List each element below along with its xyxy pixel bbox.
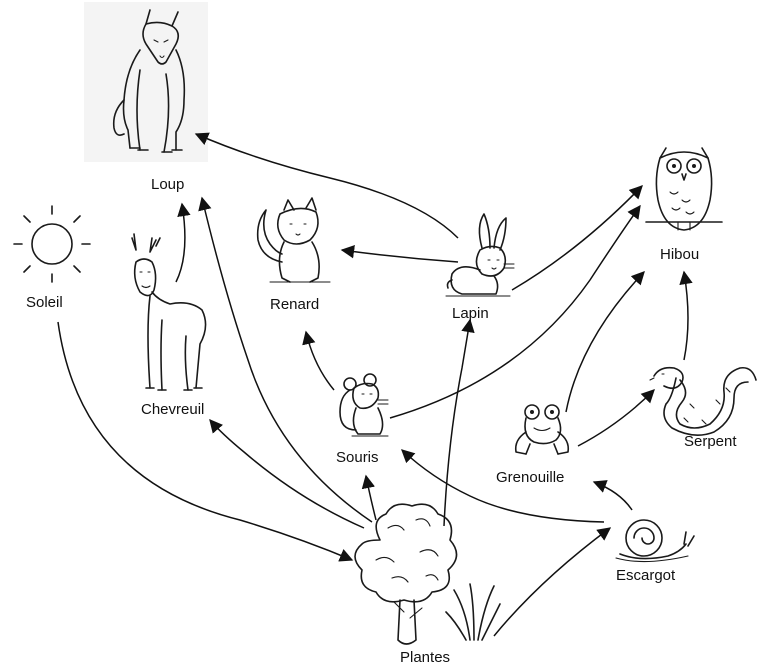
label-loup: Loup	[151, 176, 184, 193]
label-escargot: Escargot	[616, 567, 676, 584]
arrow-plantes-chevreuil	[209, 418, 365, 529]
label-hibou: Hibou	[660, 246, 699, 263]
wolf-icon	[84, 2, 208, 162]
sun-icon	[13, 205, 91, 283]
arrow-plantes-escargot	[493, 527, 612, 637]
label-renard: Renard	[270, 296, 319, 313]
arrow-serpent-hibou	[679, 270, 693, 361]
label-souris: Souris	[336, 449, 379, 466]
arrow-chevreuil-loup	[175, 202, 191, 283]
arrow-plantes-lapin	[443, 318, 475, 527]
arrow-souris-hibou	[389, 204, 641, 419]
deer-icon	[131, 233, 207, 391]
arrow-soleil-plantes	[57, 321, 354, 562]
arrow-plantes-loup	[198, 196, 373, 523]
label-serpent: Serpent	[684, 433, 737, 450]
label-grenouille: Grenouille	[496, 469, 564, 486]
arrow-lapin-renard	[340, 244, 459, 263]
labels: Loup Soleil Chevreuil Renard Lapin Hibou…	[26, 176, 737, 666]
label-chevreuil: Chevreuil	[141, 401, 204, 418]
arrow-grenouille-serpent	[577, 389, 655, 447]
owl-icon	[645, 147, 723, 231]
snake-icon	[649, 366, 757, 436]
arrow-grenouille-hibou	[565, 271, 645, 413]
grass-icon	[445, 583, 501, 641]
label-plantes: Plantes	[400, 649, 450, 666]
snail-icon	[615, 519, 695, 563]
arrow-lapin-loup	[194, 132, 459, 239]
label-soleil: Soleil	[26, 294, 63, 311]
arrow-lapin-hibou	[511, 185, 643, 291]
frog-icon	[514, 404, 570, 455]
arrows	[57, 132, 693, 637]
arrow-plantes-souris	[361, 474, 377, 521]
arrow-escargot-grenouille	[592, 480, 633, 511]
fox-icon	[256, 197, 331, 283]
arrow-souris-renard	[302, 330, 335, 391]
label-lapin: Lapin	[452, 305, 489, 322]
arrow-escargot-souris	[401, 449, 605, 523]
mouse-icon	[339, 373, 389, 437]
rabbit-icon	[445, 213, 515, 297]
tree-icon	[354, 503, 458, 645]
